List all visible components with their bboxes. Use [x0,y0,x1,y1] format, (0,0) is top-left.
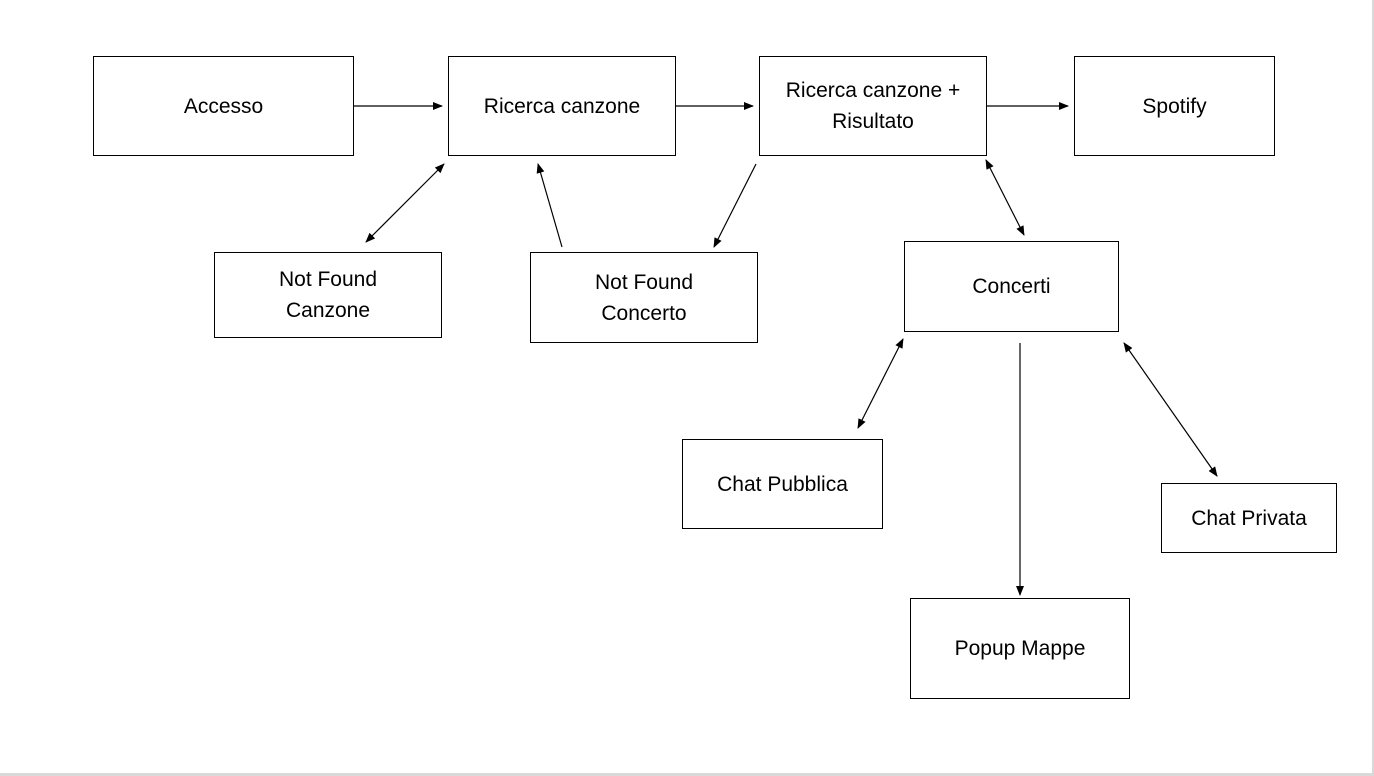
node-accesso-label: Accesso [183,94,264,118]
node-accesso: Accesso [93,56,354,156]
node-not-found-canzone: Not Found Canzone [214,252,442,338]
node-not-found-canzone-line2: Canzone [285,299,371,322]
arrow-ricerca-canzone-not-found-canzone [365,163,445,243]
node-not-found-concerto-line1: Not Found [594,270,694,294]
node-popup-mappe-label: Popup Mappe [954,637,1086,660]
node-chat-pubblica: Chat Pubblica [682,439,883,529]
node-ricerca-canzone-label: Ricerca canzone [483,94,641,118]
arrow-not-found-concerto-to-ricerca-canzone [536,163,563,248]
arrow-ricerca-risultato-to-not-found-concerto [713,163,757,248]
node-ricerca-canzone: Ricerca canzone [448,56,676,156]
node-chat-privata-label: Chat Privata [1191,506,1307,530]
node-chat-pubblica-label: Chat Pubblica [717,472,848,496]
arrow-concerti-chat-pubblica [857,338,904,429]
node-popup-mappe: Popup Mappe [910,598,1130,699]
node-spotify-label: Spotify [1142,94,1207,118]
node-concerti: Concerti [904,241,1119,332]
arrow-ricerca-risultato-concerti [985,159,1025,236]
node-not-found-canzone-line1: Not Found [278,268,378,291]
node-concerti-label: Concerti [972,275,1051,298]
node-ricerca-risultato-line2: Risultato [832,110,914,133]
node-chat-privata: Chat Privata [1161,483,1337,553]
node-not-found-concerto-line2: Concerto [601,301,687,325]
node-ricerca-risultato-line1: Ricerca canzone + [785,79,961,102]
node-spotify: Spotify [1074,56,1275,156]
node-ricerca-risultato: Ricerca canzone + Risultato [759,56,987,156]
node-not-found-concerto: Not Found Concerto [530,252,758,343]
arrow-concerti-chat-privata [1123,342,1218,477]
